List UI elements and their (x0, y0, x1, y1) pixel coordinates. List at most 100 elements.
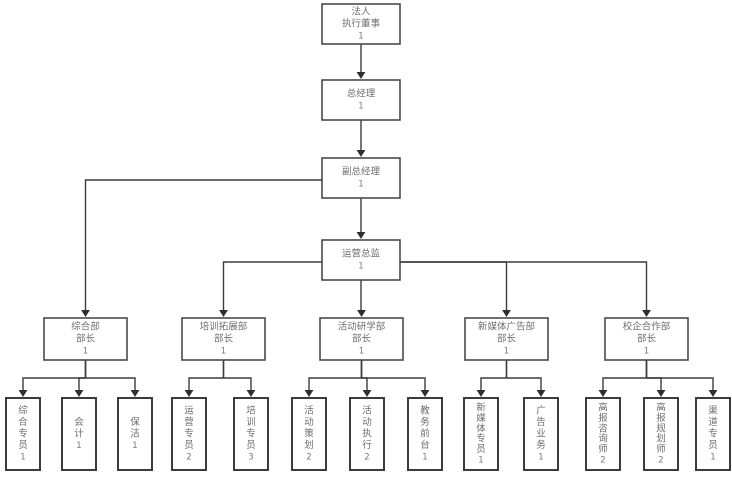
node-box (643, 397, 679, 471)
node-box (321, 157, 401, 199)
connector-arrowhead (357, 310, 366, 317)
org-node-leaf_cleaner[interactable]: 保洁1 (117, 397, 153, 471)
node-title-char: 保 (130, 416, 140, 428)
node-title-char: 师 (598, 443, 608, 455)
node-title-char: 报 (598, 412, 608, 424)
node-count-label: 2 (658, 455, 663, 465)
connector-dept_media-to-leaf_media_staff (476, 360, 508, 397)
connector-arrowhead (642, 310, 651, 317)
node-count-label: 2 (600, 455, 605, 465)
node-title-char: 会 (74, 416, 84, 428)
node-count-label: 1 (221, 347, 226, 357)
node-count-label: 1 (20, 453, 25, 463)
node-title-char: 体 (476, 422, 486, 434)
node-box (61, 397, 97, 471)
connector-line (78, 377, 86, 391)
node-title-line: 副总经理 (342, 166, 381, 178)
node-title-char: 前 (420, 428, 430, 440)
node-title-char: 渠 (708, 405, 718, 417)
connector-arrowhead (130, 390, 140, 397)
node-title-char: 询 (598, 433, 608, 445)
connector-dept_general-to-leaf_cleaner (84, 360, 140, 397)
connector-dept_activity-to-leaf_front_desk (360, 360, 430, 397)
node-count-label: 2 (186, 453, 191, 463)
node-title-char: 员 (246, 440, 256, 451)
node-title-char: 台 (420, 439, 430, 451)
connector-layer (18, 44, 718, 397)
connector-arrowhead (476, 390, 486, 397)
connector-line (223, 377, 252, 391)
node-title-char: 行 (362, 439, 372, 451)
node-title-line: 总经理 (347, 88, 376, 100)
connector-line (84, 179, 322, 311)
connector-dept_media-to-leaf_ad_sales (505, 360, 546, 397)
connector-ops_director-to-dept_media (400, 261, 511, 317)
node-box (117, 397, 153, 471)
node-title-char: 师 (656, 443, 666, 455)
node-title-char: 专 (246, 428, 256, 440)
connector-ops_director-to-dept_school (400, 261, 651, 317)
node-title-char: 洁 (130, 428, 140, 440)
connector-arrowhead (536, 390, 546, 397)
connector-arrowhead (246, 390, 256, 397)
node-title-char: 专 (476, 433, 486, 445)
node-box (321, 3, 401, 45)
node-title-char: 专 (708, 428, 718, 440)
node-box (321, 239, 401, 281)
node-title-line: 执行董事 (342, 18, 381, 30)
connector-line (188, 377, 224, 391)
node-title-char: 综 (18, 405, 28, 417)
connector-arrowhead (356, 150, 366, 157)
connector-line (602, 377, 647, 391)
node-box (181, 317, 266, 361)
node-title-char: 员 (476, 444, 486, 455)
connector-dept_training-to-leaf_training_staff (222, 360, 256, 397)
node-title-char: 活 (304, 405, 314, 417)
connector-arrowhead (356, 72, 366, 79)
node-title-char: 划 (656, 433, 666, 445)
node-title-line: 部长 (214, 333, 234, 345)
connector-arrowhead (598, 390, 608, 397)
node-box (5, 397, 41, 471)
node-title-char: 员 (184, 440, 194, 451)
connector-line (361, 377, 426, 391)
connector-arrowhead (502, 310, 511, 317)
node-title-char: 划 (304, 439, 314, 451)
node-title-char: 培 (246, 405, 256, 417)
node-count-label: 1 (710, 453, 715, 463)
connector-deputy_gm-to-ops_director (356, 198, 366, 239)
node-title-char: 动 (362, 417, 372, 428)
connector-gm-to-deputy_gm (356, 120, 366, 157)
node-title-line: 部长 (352, 333, 372, 345)
node-box (585, 397, 621, 471)
node-title-char: 专 (18, 428, 28, 440)
node-count-label: 1 (358, 32, 363, 42)
connector-ops_director-to-dept_activity (357, 280, 366, 317)
org-node-leaf_accountant[interactable]: 会计1 (61, 397, 97, 471)
node-title-char: 广 (536, 405, 546, 417)
connector-deputy_gm-to-dept_general (81, 179, 322, 317)
connector-arrowhead (304, 390, 314, 397)
connector-line (506, 377, 542, 391)
node-box (319, 317, 404, 361)
